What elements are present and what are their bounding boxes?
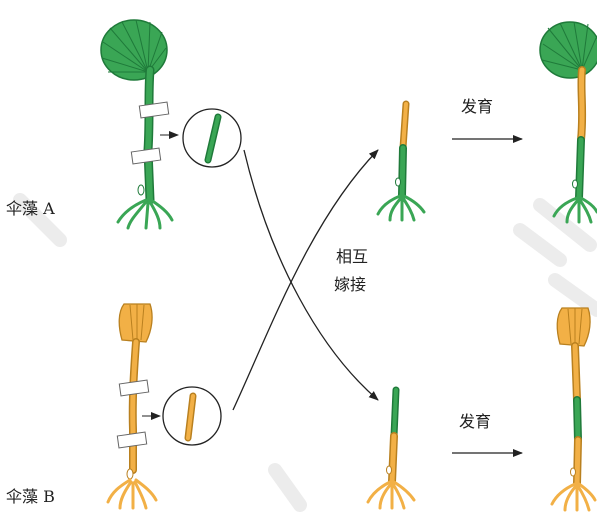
alga-b-cut-upper (119, 380, 148, 396)
result-bottom (552, 308, 595, 510)
label-graft-line2: 嫁接 (334, 275, 366, 294)
alga-b (108, 304, 221, 508)
alga-b-rhizoid (108, 480, 156, 508)
alga-a-nucleus (138, 185, 144, 195)
result-top (540, 22, 597, 222)
alga-a-cap (101, 20, 167, 80)
alga-b-cut-lower (117, 432, 146, 448)
label-alga-a: 伞藻 A (6, 199, 55, 218)
alga-a-rhizoid (118, 200, 172, 228)
alga-a-cut-lower (131, 148, 160, 164)
alga-b-nucleus (127, 469, 133, 479)
label-graft-line1: 相互 (336, 247, 368, 266)
label-develop-bottom: 发育 (459, 412, 491, 431)
graft-top (378, 104, 424, 220)
label-develop-top: 发育 (461, 97, 493, 116)
watermark (20, 200, 597, 505)
alga-a-cut-upper (139, 102, 168, 118)
label-alga-b: 伞藻 B (6, 487, 55, 506)
graft-bottom (368, 390, 414, 508)
alga-a (101, 20, 241, 228)
alga-b-cap (119, 304, 152, 342)
